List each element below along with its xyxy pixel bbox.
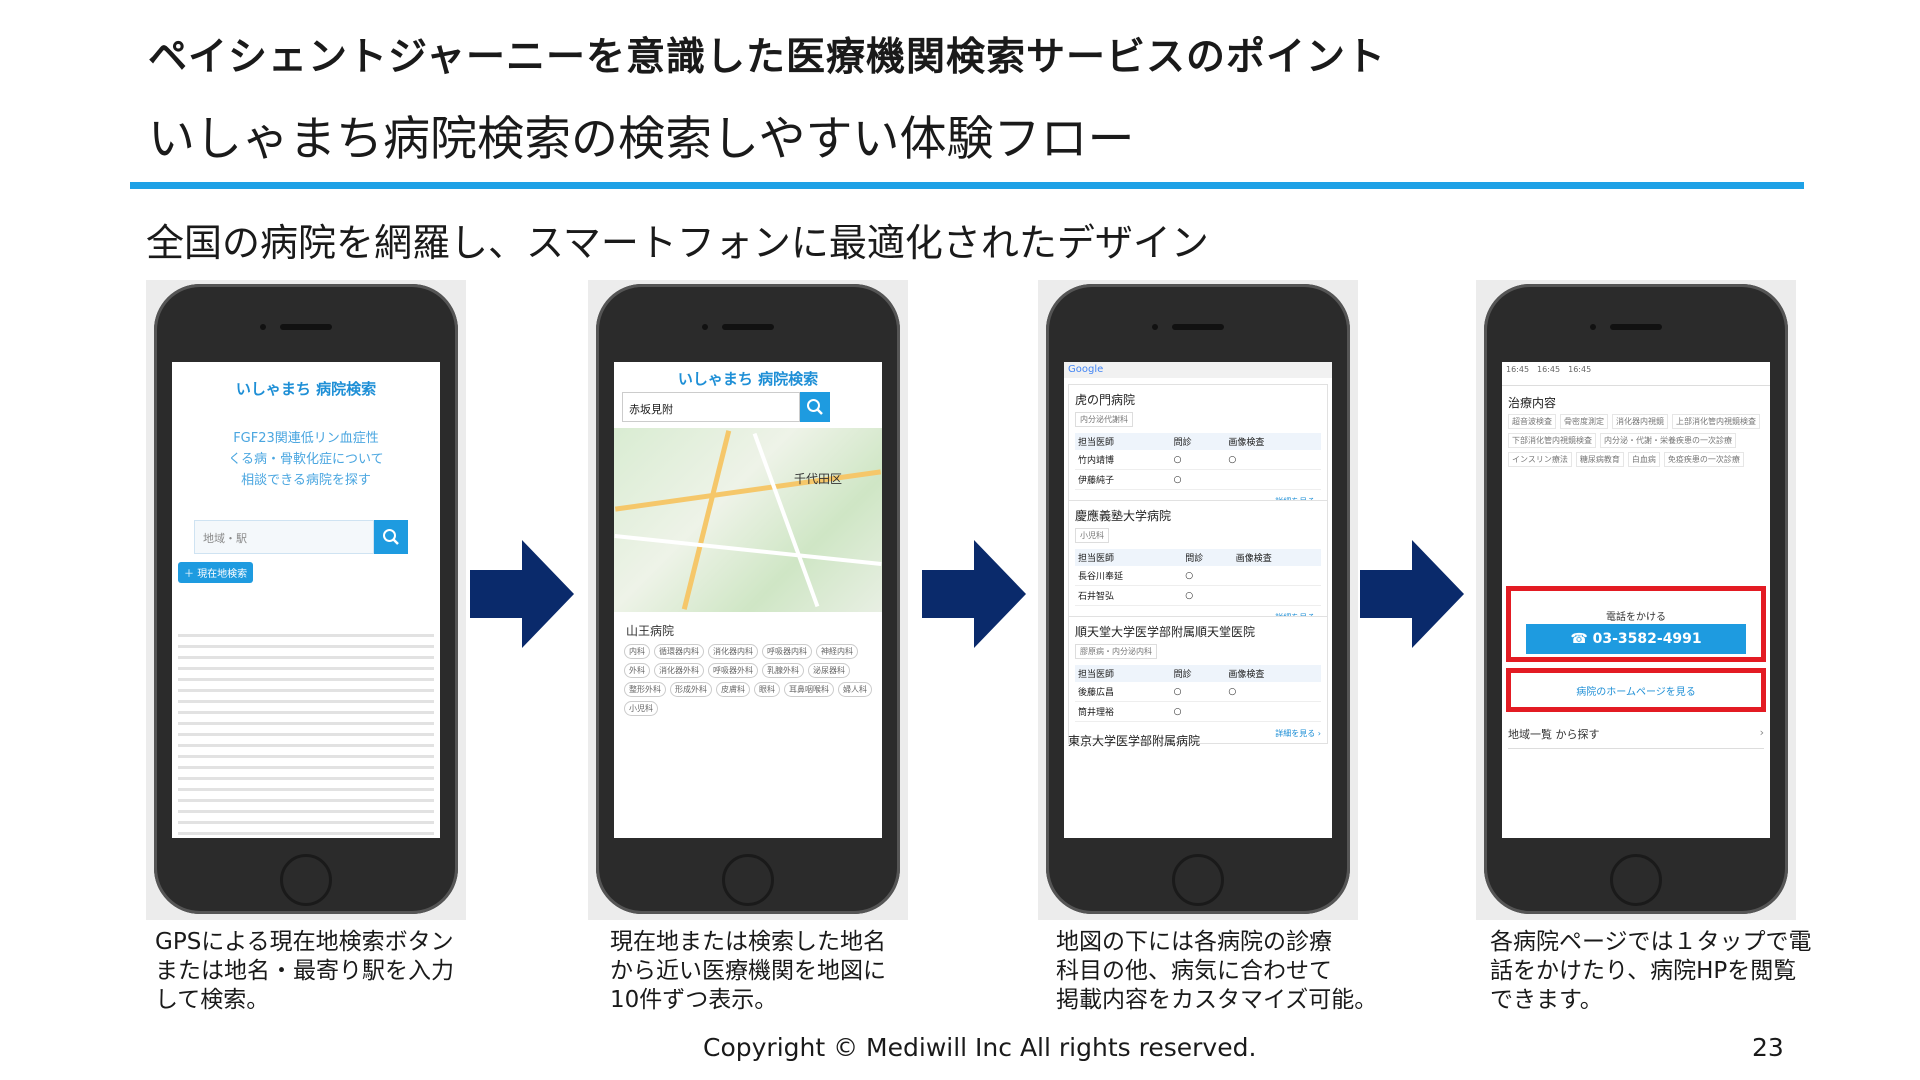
department-tag: 内科 xyxy=(624,644,650,659)
department-tag: 消化器外科 xyxy=(654,663,704,678)
hospital-card[interactable]: 順天堂大学医学部附属順天堂医院 膠原病・内分泌内科 担当医師問診画像検査 後藤広… xyxy=(1068,616,1328,744)
search-button[interactable] xyxy=(374,520,408,554)
doctor-table: 担当医師問診画像検査 後藤広昌○○ 筒井理裕○ xyxy=(1075,665,1321,722)
fine-print xyxy=(178,634,434,838)
caption-2: 現在地または検索した地名 から近い医療機関を地図に 10件ずつ表示。 xyxy=(610,929,886,1013)
map-footer-bar: Google xyxy=(1064,362,1332,378)
slide-title: ペイシェントジャーニーを意識した医療機関検索サービスのポイント xyxy=(148,35,1387,80)
department-tag: 眼科 xyxy=(754,682,780,697)
search-icon xyxy=(383,529,399,545)
screen-hospital-detail: 16:45 16:45 16:45 治療内容 超音波検査 骨密度測定 消化器内視… xyxy=(1502,362,1770,838)
caption-3: 地図の下には各病院の診療 科目の他、病気に合わせて 掲載内容をカスタマイズ可能。 xyxy=(1056,929,1378,1013)
chevron-right-icon: › xyxy=(1759,726,1764,739)
department-tag: 呼吸器外科 xyxy=(708,663,758,678)
home-button xyxy=(1172,854,1224,906)
copyright: Copyright © Mediwill Inc All rights rese… xyxy=(703,1033,1257,1062)
search-input[interactable]: 赤坂見附 xyxy=(622,392,800,422)
treatment-item: 上部消化管内視鏡検査 xyxy=(1672,414,1760,429)
area-nav-row[interactable]: 地域一覧 から探す› xyxy=(1508,720,1764,749)
search-icon xyxy=(807,399,823,415)
treatment-item: 消化器内視鏡 xyxy=(1612,414,1668,429)
treatment-item: 免疫疾患の一次診療 xyxy=(1663,452,1744,467)
hours-strip: 16:45 16:45 16:45 xyxy=(1502,362,1770,386)
department-tag: 外科 xyxy=(624,663,650,678)
department-tag: 乳腺外科 xyxy=(762,663,804,678)
caption-4: 各病院ページでは１タップで電 話をかけたり、病院HPを閲覧 できます。 xyxy=(1490,929,1812,1013)
department-tags: 内科 循環器内科 消化器内科 呼吸器内科 神経内科 外科 消化器外科 呼吸器外科… xyxy=(624,644,876,716)
phone-mockup-4: 16:45 16:45 16:45 治療内容 超音波検査 骨密度測定 消化器内視… xyxy=(1476,280,1796,920)
department-tag: 整形外科 xyxy=(624,682,666,697)
home-button xyxy=(280,854,332,906)
home-button xyxy=(1610,854,1662,906)
hospital-name: 順天堂大学医学部附属順天堂医院 xyxy=(1075,625,1256,639)
map-label: 千代田区 xyxy=(794,472,843,486)
phone-mockup-3: Google 虎の門病院 内分泌代謝科 担当医師問診画像検査 竹内靖博○○ 伊藤… xyxy=(1038,280,1358,920)
page-number: 23 xyxy=(1752,1033,1784,1062)
call-highlight xyxy=(1506,586,1766,662)
doctor-table: 担当医師問診画像検査 長谷川奉延○ 石井智弘○ xyxy=(1075,549,1321,606)
home-button xyxy=(722,854,774,906)
screen-search-top: いしゃまち 病院検索 FGF23関連低リン血症性 くる病・骨軟化症について 相談… xyxy=(172,362,440,838)
hospital-name: 虎の門病院 xyxy=(1075,393,1136,407)
department-tag: 小児科 xyxy=(1075,528,1109,543)
treatment-item: 超音波検査 xyxy=(1508,414,1556,429)
search-prompt: FGF23関連低リン血症性 くる病・骨軟化症について 相談できる病院を探す xyxy=(228,431,384,488)
caption-1: GPSによる現在地検索ボタン または地名・最寄り駅を入力 して検索。 xyxy=(155,929,454,1013)
department-tag: 呼吸器内科 xyxy=(762,644,812,659)
doctor-table: 担当医師問診画像検査 竹内靖博○○ 伊藤純子○ xyxy=(1075,433,1321,490)
department-tag: 神経内科 xyxy=(816,644,858,659)
flow-arrow-1 xyxy=(470,540,574,648)
treatment-item: 下部消化管内視鏡検査 xyxy=(1508,433,1596,448)
hospital-name[interactable]: 山王病院 xyxy=(626,624,675,638)
department-tag: 形成外科 xyxy=(670,682,712,697)
department-tag: 循環器内科 xyxy=(654,644,704,659)
screen-hospital-list: Google 虎の門病院 内分泌代謝科 担当医師問診画像検査 竹内靖博○○ 伊藤… xyxy=(1064,362,1332,838)
hospital-name[interactable]: 東京大学医学部附属病院 xyxy=(1068,734,1201,748)
flow-arrow-2 xyxy=(922,540,1026,648)
treatment-item: 骨密度測定 xyxy=(1560,414,1608,429)
lead-text: 全国の病院を網羅し、スマートフォンに最適化されたデザイン xyxy=(146,221,1209,265)
phone-mockup-2: いしゃまち 病院検索 赤坂見附 千代田区 山王病院 内科 循環器内科 消化器内科 xyxy=(588,280,908,920)
department-tag: 耳鼻咽喉科 xyxy=(784,682,834,697)
department-tag: 消化器内科 xyxy=(708,644,758,659)
gps-search-button[interactable]: ＋ 現在地検索 xyxy=(178,562,254,583)
treatment-item: 白血病 xyxy=(1627,452,1660,467)
department-tag: 小児科 xyxy=(624,701,658,716)
flow-arrow-3 xyxy=(1360,540,1464,648)
section-title: 治療内容 xyxy=(1508,396,1557,410)
department-tag: 内分泌代謝科 xyxy=(1075,412,1133,427)
homepage-link[interactable]: 病院のホームページを見る xyxy=(1576,687,1696,698)
call-button[interactable]: ☎ 03-3582-4991 xyxy=(1526,624,1746,654)
department-tag: 婦人科 xyxy=(838,682,872,697)
search-button[interactable] xyxy=(800,392,830,422)
treatment-item: 内分泌・代謝・栄養疾患の一次診療 xyxy=(1600,433,1736,448)
phone-mockup-1: いしゃまち 病院検索 FGF23関連低リン血症性 くる病・骨軟化症について 相談… xyxy=(146,280,466,920)
treatment-list: 超音波検査 骨密度測定 消化器内視鏡 上部消化管内視鏡検査 下部消化管内視鏡検査… xyxy=(1508,414,1766,467)
treatment-item: 糖尿病教育 xyxy=(1575,452,1624,467)
department-tag: 膠原病・内分泌内科 xyxy=(1075,644,1157,659)
call-label: 電話をかける xyxy=(1606,612,1666,623)
hospital-name: 慶應義塾大学病院 xyxy=(1075,509,1172,523)
department-tag: 泌尿器科 xyxy=(808,663,850,678)
area-station-input[interactable]: 地域・駅 xyxy=(194,520,374,554)
divider xyxy=(130,182,1804,189)
map[interactable]: 千代田区 xyxy=(614,428,882,612)
app-logo: いしゃまち 病院検索 xyxy=(235,380,377,398)
treatment-item: インスリン療法 xyxy=(1508,452,1572,467)
app-logo: いしゃまち 病院検索 xyxy=(677,370,819,388)
department-tag: 皮膚科 xyxy=(716,682,750,697)
detail-link[interactable]: 詳細を見る › xyxy=(1275,729,1321,738)
homepage-highlight xyxy=(1506,668,1766,712)
slide-subtitle: いしゃまち病院検索の検索しやすい体験フロー xyxy=(148,112,1135,167)
screen-map-results: いしゃまち 病院検索 赤坂見附 千代田区 山王病院 内科 循環器内科 消化器内科 xyxy=(614,362,882,838)
